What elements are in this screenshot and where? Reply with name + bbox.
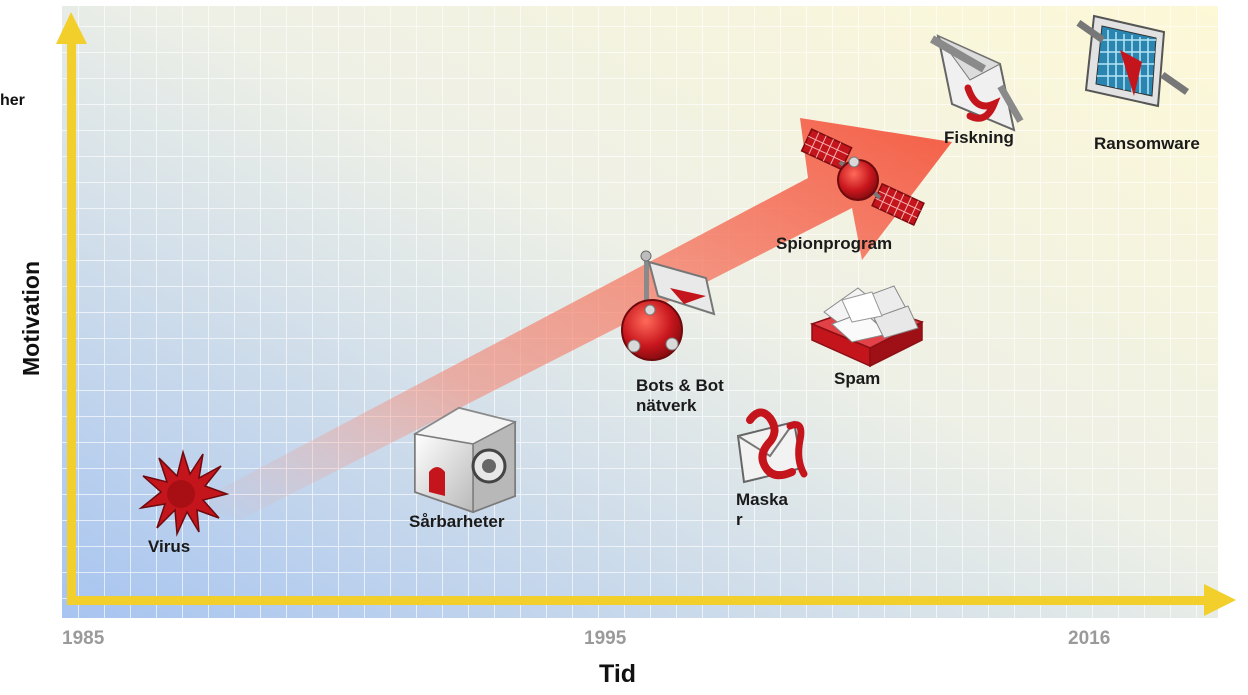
trend-arrow <box>190 118 952 520</box>
worm-envelope-icon <box>736 408 808 484</box>
y-axis-arrowhead <box>56 12 87 44</box>
x-axis <box>67 584 1236 616</box>
bots-label: Bots & Bot nätverk <box>636 376 724 416</box>
spyware-label: Spionprogram <box>776 234 893 253</box>
bots-label-line-2: nätverk <box>636 396 697 415</box>
x-axis-arrowhead <box>1204 584 1236 616</box>
worms-label: Maska r <box>736 490 788 530</box>
ransomware-label: Ransomware <box>1094 134 1200 153</box>
phishing-label: Fiskning <box>944 128 1014 147</box>
y-axis <box>56 12 87 604</box>
virus-burst-icon <box>138 449 230 537</box>
x-axis-title: Tid <box>599 660 637 688</box>
spy-satellite-icon <box>800 128 925 227</box>
bot-flag-icon <box>621 250 716 361</box>
bots-label-line-1: Bots & Bot <box>636 376 724 395</box>
y-axis-title: Motivation <box>18 261 44 376</box>
x-tick-1985: 1985 <box>62 628 105 649</box>
safe-box-icon <box>412 406 518 514</box>
x-tick-1995: 1995 <box>584 628 627 649</box>
worms-label-line-1: Maska <box>736 490 788 509</box>
clipped-y-axis-note: her <box>0 92 25 109</box>
phishing-envelope-icon <box>930 34 1024 132</box>
ransomware-locked-screen-icon <box>1076 14 1190 108</box>
vulnerabilities-label: Sårbarheter <box>409 512 505 531</box>
worms-label-line-2: r <box>736 510 743 529</box>
x-tick-2016: 2016 <box>1068 628 1111 649</box>
virus-label: Virus <box>148 537 191 556</box>
spam-label: Spam <box>834 369 881 388</box>
spam-mail-pile-icon <box>809 285 924 368</box>
